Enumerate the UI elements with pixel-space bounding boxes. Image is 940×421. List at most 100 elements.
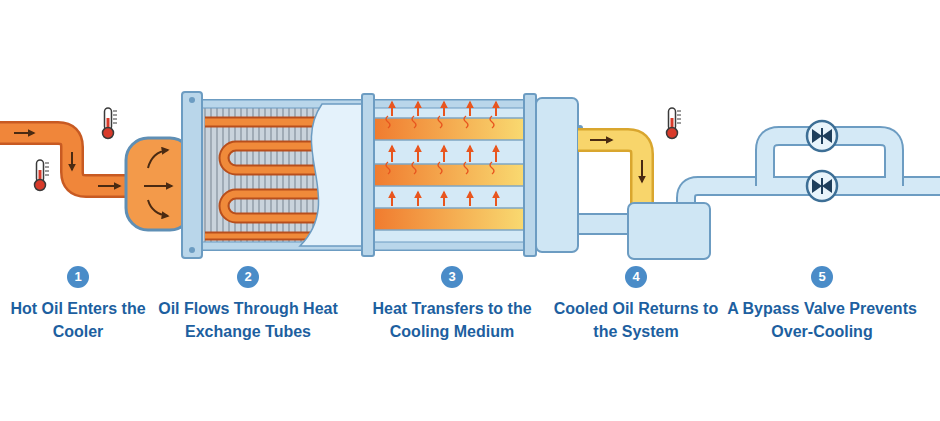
oil-tank (628, 203, 710, 259)
callout-number: 5 (811, 266, 833, 288)
thermometers-part-part (45, 175, 49, 176)
oil-tank-part (628, 203, 710, 259)
bypass-valves-part (807, 121, 837, 151)
thermometers-part (667, 108, 682, 139)
thermometers-part-part (105, 108, 112, 130)
flanges-part (182, 92, 202, 258)
thermometers-part (103, 108, 118, 139)
heat-arrows-part (469, 192, 471, 206)
heat-arrows-part (438, 116, 442, 128)
bypass-valves (807, 121, 837, 201)
outlet-pipe-part (578, 140, 642, 205)
outlet-pipe-part (590, 139, 612, 141)
thermometers-part-part (113, 111, 117, 112)
inlet-header-part (148, 150, 168, 168)
thermometers-part-part (37, 160, 44, 182)
straight-tubes (372, 102, 528, 230)
step-node: 5 A Bypass Valve Prevents Over-Cooling (715, 266, 930, 343)
straight-tubes-part (372, 118, 528, 140)
callout-number: 1 (67, 266, 89, 288)
flanges-part (362, 94, 374, 256)
step-node: 4Cooled Oil Returns to the System (540, 266, 732, 343)
thermometers-part-part (669, 108, 676, 130)
bypass-valves-part-part (822, 179, 832, 193)
heat-arrows-part (464, 162, 468, 174)
outlet-pipe-part (641, 160, 643, 182)
bypass-valves-part (807, 171, 837, 201)
thermometers-part-part (103, 128, 114, 139)
callout-number: 4 (625, 266, 647, 288)
heat-arrows-part (443, 146, 445, 162)
heat-arrows-part (469, 102, 471, 116)
inlet-header-part (144, 185, 172, 187)
heat-arrows-part (417, 102, 419, 116)
outlet-pipe-part (578, 140, 642, 205)
heat-arrows-part (464, 116, 468, 128)
heat-arrows-part (386, 162, 390, 174)
thermometers-part-part (113, 123, 117, 124)
thermometers-part-part (677, 111, 681, 112)
callout-number: 2 (237, 266, 259, 288)
outlet-pipe-part (578, 214, 632, 234)
heat-arrows (386, 102, 496, 206)
straight-tubes-part (372, 164, 528, 186)
bypass-valves-part-part (822, 129, 832, 143)
heat-arrows-part (495, 192, 497, 206)
thermometers-part-part (677, 123, 681, 124)
inlet-pipe-part (98, 185, 120, 187)
step-caption: Cooled Oil Returns to the System (540, 297, 732, 343)
bypass-valves-part-part (807, 171, 837, 201)
inlet-header-part (148, 200, 168, 216)
thermometers-part-part (35, 180, 46, 191)
flanges-part (536, 98, 578, 252)
thermometers-part-part (45, 171, 49, 172)
step-node: 3Heat Transfers to the Cooling Medium (347, 266, 557, 343)
heat-arrows-part (443, 192, 445, 206)
thermometers-part-part (677, 115, 681, 116)
heat-arrows-part (490, 116, 494, 128)
heat-arrows-part (412, 162, 416, 174)
thermometers-part-part (667, 128, 678, 139)
step-node: 2Oil Flows Through Heat Exchange Tubes (148, 266, 348, 343)
flanges-part (189, 247, 195, 253)
heat-arrows-part (438, 162, 442, 174)
thermometers-part-part (677, 119, 681, 120)
heat-arrows-part (495, 102, 497, 116)
heat-arrows-part (391, 192, 393, 206)
heat-arrows-part (391, 146, 393, 162)
inlet-pipe-part (0, 133, 135, 186)
step-node: 1Hot Oil Enters the Cooler (8, 266, 148, 343)
step-caption: Heat Transfers to the Cooling Medium (347, 297, 557, 343)
thermometers (35, 108, 682, 191)
thermometers-part (35, 160, 50, 191)
flanges (182, 92, 583, 258)
bypass-valves-part-part (821, 178, 823, 194)
heat-arrows-part (495, 146, 497, 162)
heat-arrows-part (443, 102, 445, 116)
bypass-valves-part-part (812, 129, 822, 143)
heat-arrows-part (386, 116, 390, 128)
thermometers-part-part (113, 119, 117, 120)
flanges-part (524, 94, 536, 256)
bypass-valves-part-part (812, 179, 822, 193)
flanges-part (189, 97, 195, 103)
inlet-pipe (0, 133, 135, 186)
inlet-pipe-part (14, 132, 34, 134)
inlet-pipe-part (0, 133, 135, 186)
bypass-valves-part-part (821, 128, 823, 144)
heat-arrows-part (469, 146, 471, 162)
heat-arrows-part (391, 102, 393, 116)
thermometers-part-part (45, 167, 49, 168)
heat-arrows-part (412, 116, 416, 128)
straight-tubes-part (372, 208, 528, 230)
heat-arrows-part (417, 192, 419, 206)
step-caption: A Bypass Valve Prevents Over-Cooling (715, 297, 930, 343)
thermometers-part-part (113, 115, 117, 116)
step-caption: Hot Oil Enters the Cooler (8, 297, 148, 343)
callout-number: 3 (441, 266, 463, 288)
bypass-valves-part-part (807, 121, 837, 151)
heat-arrows-part (490, 162, 494, 174)
step-caption: Oil Flows Through Heat Exchange Tubes (148, 297, 348, 343)
thermometers-part-part (45, 163, 49, 164)
